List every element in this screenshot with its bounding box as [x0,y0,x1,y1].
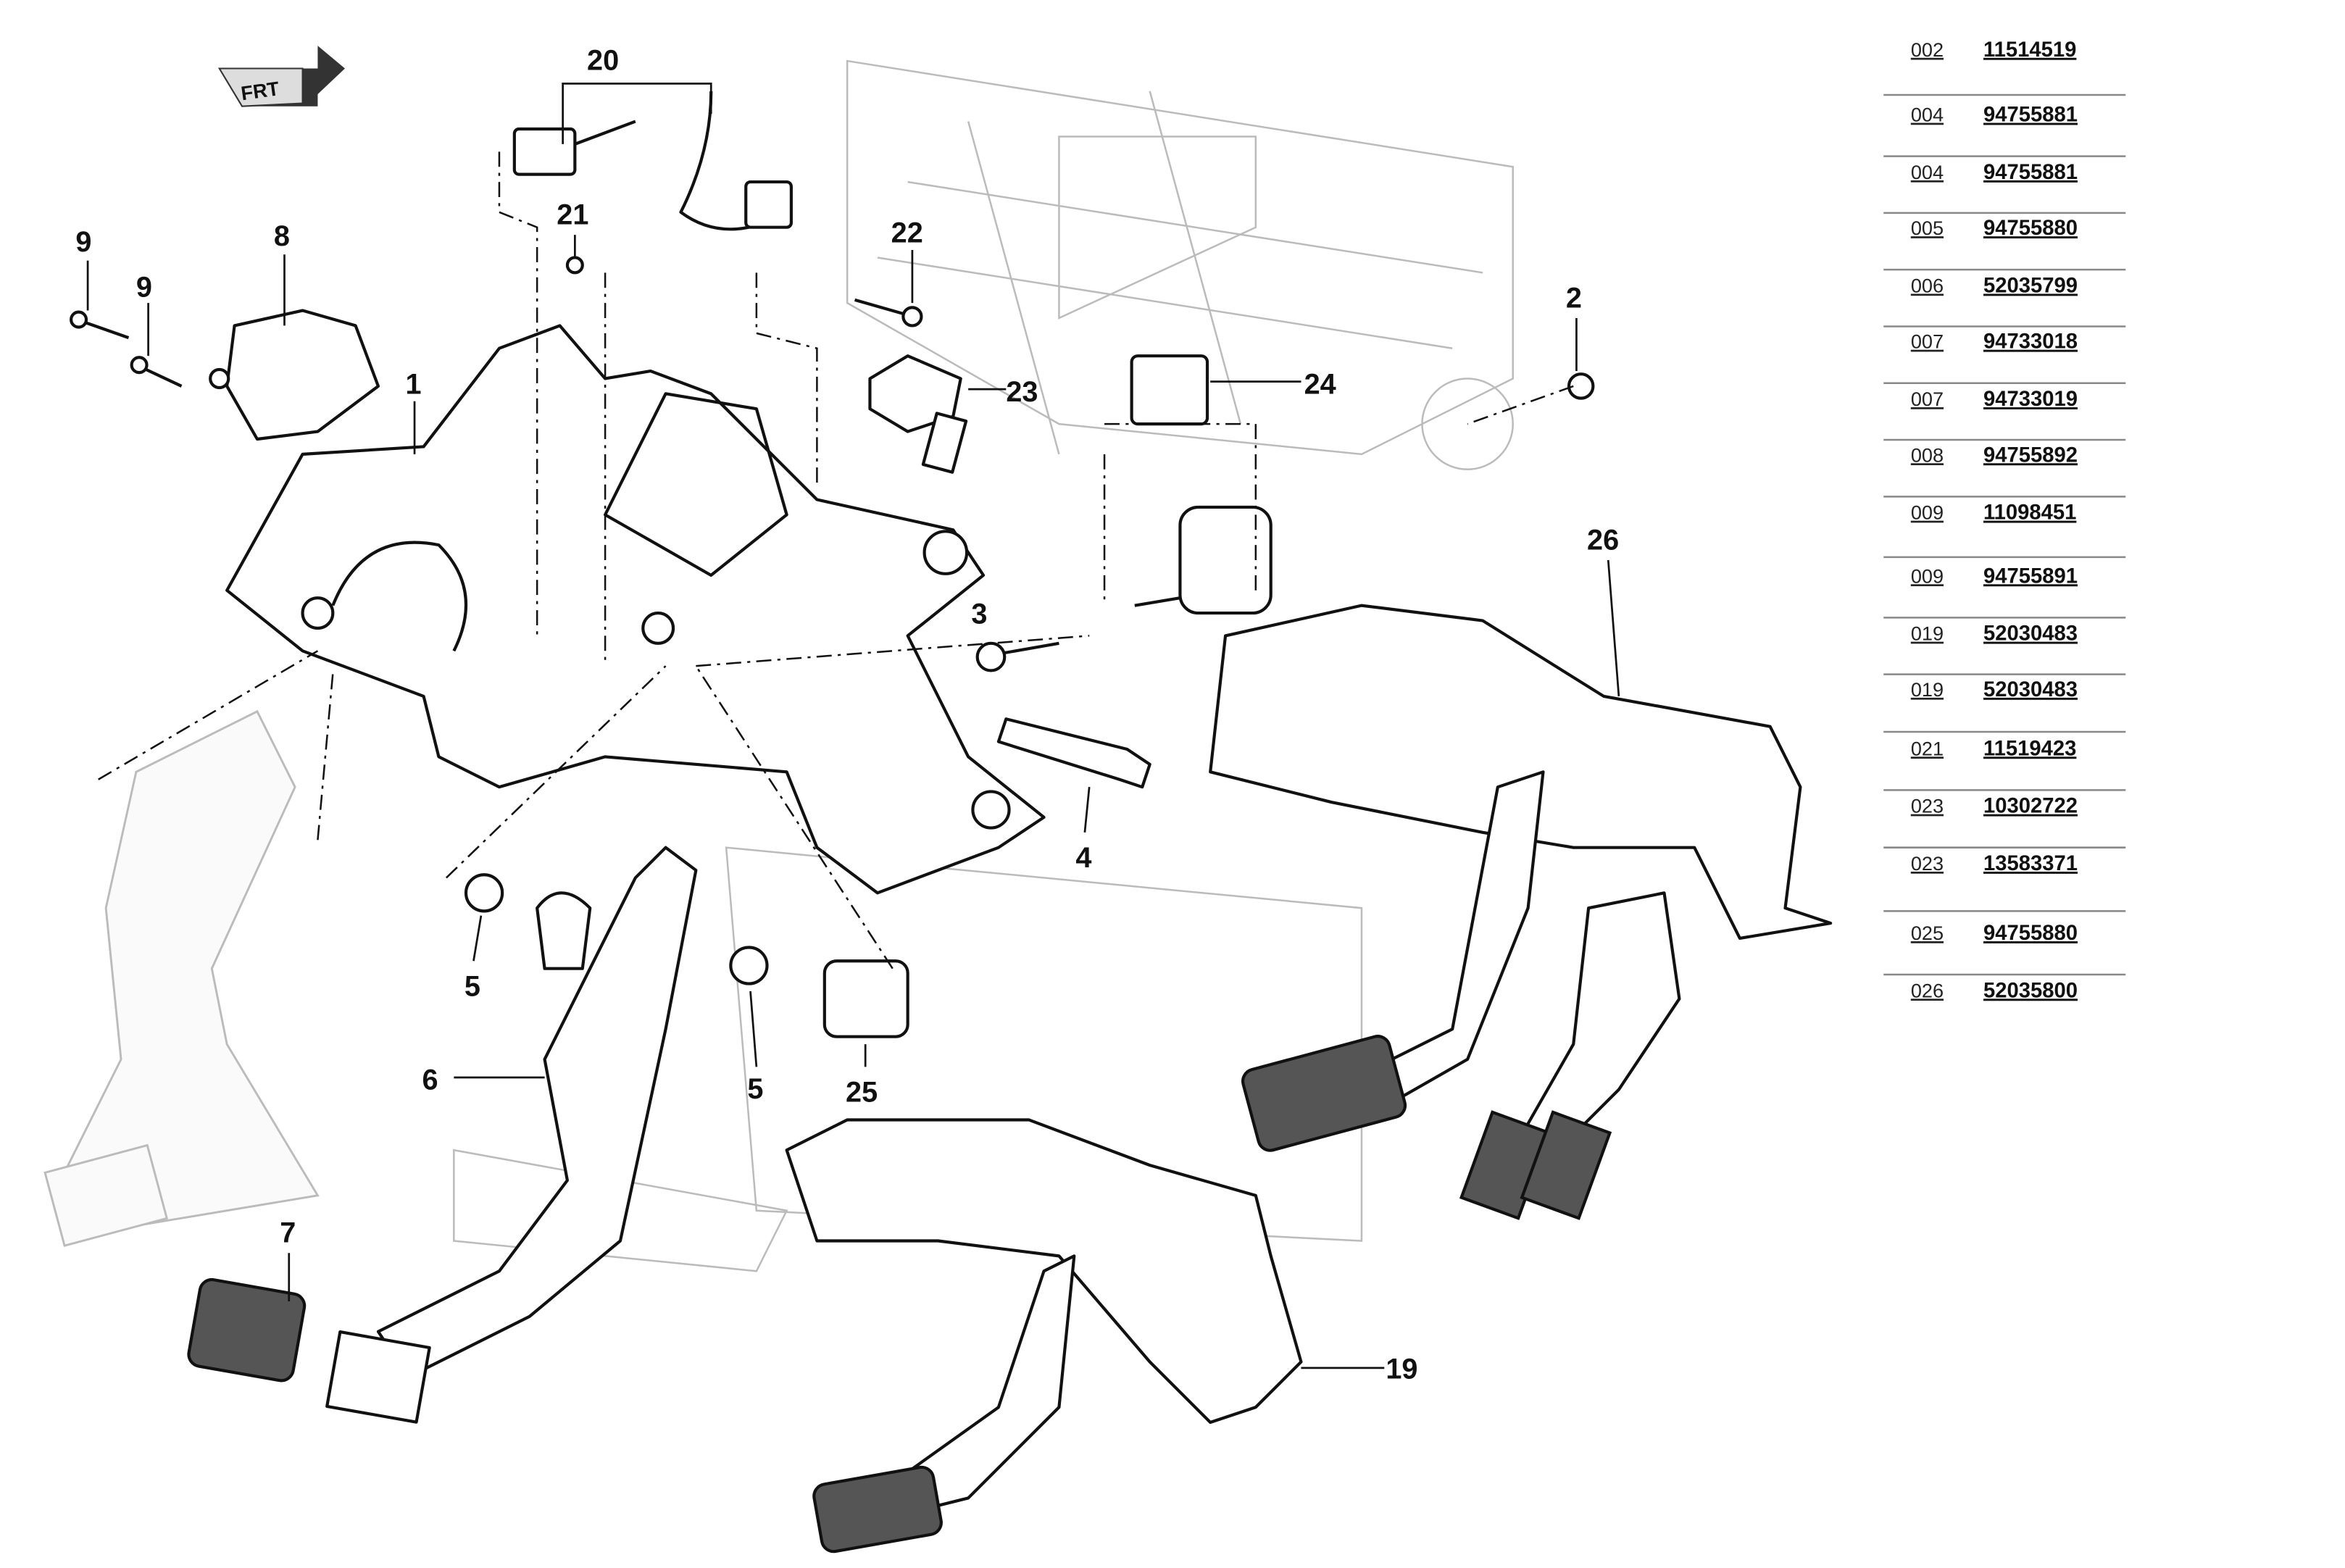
callout-leaders [86,83,1620,1369]
part-number-link[interactable]: 94755892 [1983,443,2078,467]
parts-list-row: 004 94755881 [1883,161,2126,214]
callout-5: 5 [747,1073,763,1105]
callout-25: 25 [846,1076,878,1108]
callout-20: 20 [587,45,619,77]
logo-text: FRT [240,77,281,104]
parts-list-row: 025 94755880 [1883,922,2126,976]
parts-list-row: 007 94733018 [1883,330,2126,385]
pedal-box-assembly-lower [785,1118,1303,1554]
callout-3: 3 [971,599,987,630]
callout-8: 8 [274,220,290,252]
background-body-structure [453,59,1514,1272]
ref-number-link[interactable]: 005 [1911,217,1944,239]
callout-26: 26 [1587,524,1619,556]
switches-and-sensors [512,91,1273,615]
part-number-link[interactable]: 11514519 [1983,38,2076,62]
ref-number-link[interactable]: 007 [1911,388,1944,410]
pedal-bracket [225,324,1046,895]
callout-7: 7 [280,1217,296,1249]
ref-number-link[interactable]: 004 [1911,161,1944,183]
ref-number-link[interactable]: 023 [1911,852,1944,875]
callout-1: 1 [406,368,422,400]
callout-9: 9 [75,226,91,258]
part-number-link[interactable]: 52030483 [1983,622,2078,646]
parts-list-row: 002 11514519 [1883,38,2126,96]
parts-list-row: 023 10302722 [1883,795,2126,848]
part-number-link[interactable]: 11098451 [1983,501,2076,525]
callout-labels: 20 9 9 8 21 22 1 23 24 2 26 3 4 5 5 25 6… [75,45,1619,1385]
callout-21: 21 [557,199,588,231]
callout-9: 9 [136,272,152,304]
part-number-link[interactable]: 94755880 [1983,217,2078,240]
parts-list-row: 008 94755892 [1883,443,2126,498]
ref-number-link[interactable]: 026 [1911,979,1944,1001]
pedal-box-assembly [1209,604,1833,1220]
ref-number-link[interactable]: 007 [1911,330,1944,353]
ref-number-link[interactable]: 023 [1911,795,1944,817]
part-number-link[interactable]: 52030483 [1983,678,2078,701]
callout-24: 24 [1304,368,1336,400]
part-number-link[interactable]: 94755880 [1983,922,2078,945]
ref-number-link[interactable]: 025 [1911,922,1944,944]
bolts [70,256,1595,672]
parts-list-row: 019 52030483 [1883,622,2126,675]
part-number-link[interactable]: 10302722 [1983,795,2078,818]
parts-list-row: 009 11098451 [1883,501,2126,559]
ref-number-link[interactable]: 019 [1911,678,1944,701]
parts-list-row: 007 94733019 [1883,388,2126,441]
bracket-cover [209,309,380,441]
parts-list-row: 026 52035800 [1911,979,2078,1002]
ref-number-link[interactable]: 004 [1911,104,1944,126]
ref-number-link[interactable]: 002 [1911,38,1944,61]
callout-23: 23 [1006,376,1038,408]
part-number-link[interactable]: 94733018 [1983,330,2078,354]
part-number-link[interactable]: 94755891 [1983,564,2078,588]
alignment-lines [98,151,1574,969]
part-number-link[interactable]: 52035800 [1983,979,2078,1002]
part-number-link[interactable]: 11519423 [1983,737,2076,760]
ref-number-link[interactable]: 019 [1911,622,1944,645]
callout-5: 5 [465,970,480,1002]
callout-19: 19 [1386,1353,1417,1385]
part-number-link[interactable]: 94755881 [1983,104,2078,127]
ref-number-link[interactable]: 009 [1911,564,1944,587]
part-number-link[interactable]: 52035799 [1983,274,2078,297]
parts-list-row: 004 94755881 [1883,104,2126,157]
clutch-pedal [187,846,909,1424]
parts-list-row: 005 94755880 [1883,217,2126,271]
pivot-shaft [996,717,1151,789]
ghost-accelerator-pedal [43,709,320,1247]
part-number-link[interactable]: 94733019 [1983,388,2078,411]
parts-list: 002 11514519 004 94755881 004 94755881 005 9475… [1883,38,2126,1002]
parts-list-row: 023 13583371 [1883,852,2126,912]
ref-number-link[interactable]: 009 [1911,501,1944,524]
callout-6: 6 [422,1064,438,1096]
ref-number-link[interactable]: 008 [1911,443,1944,466]
parts-list-row: 021 11519423 [1883,737,2126,791]
callout-4: 4 [1075,842,1091,874]
front-direction-logo: FRT [217,46,346,107]
part-number-link[interactable]: 13583371 [1983,852,2078,875]
parts-list-row: 019 52030483 [1883,678,2126,733]
ref-number-link[interactable]: 021 [1911,737,1944,759]
callout-2: 2 [1566,282,1582,314]
part-number-link[interactable]: 94755881 [1983,161,2078,184]
ref-number-link[interactable]: 006 [1911,274,1944,296]
parts-list-row: 006 52035799 [1883,274,2126,328]
callout-22: 22 [891,217,923,249]
parts-list-row: 009 94755891 [1883,564,2126,619]
